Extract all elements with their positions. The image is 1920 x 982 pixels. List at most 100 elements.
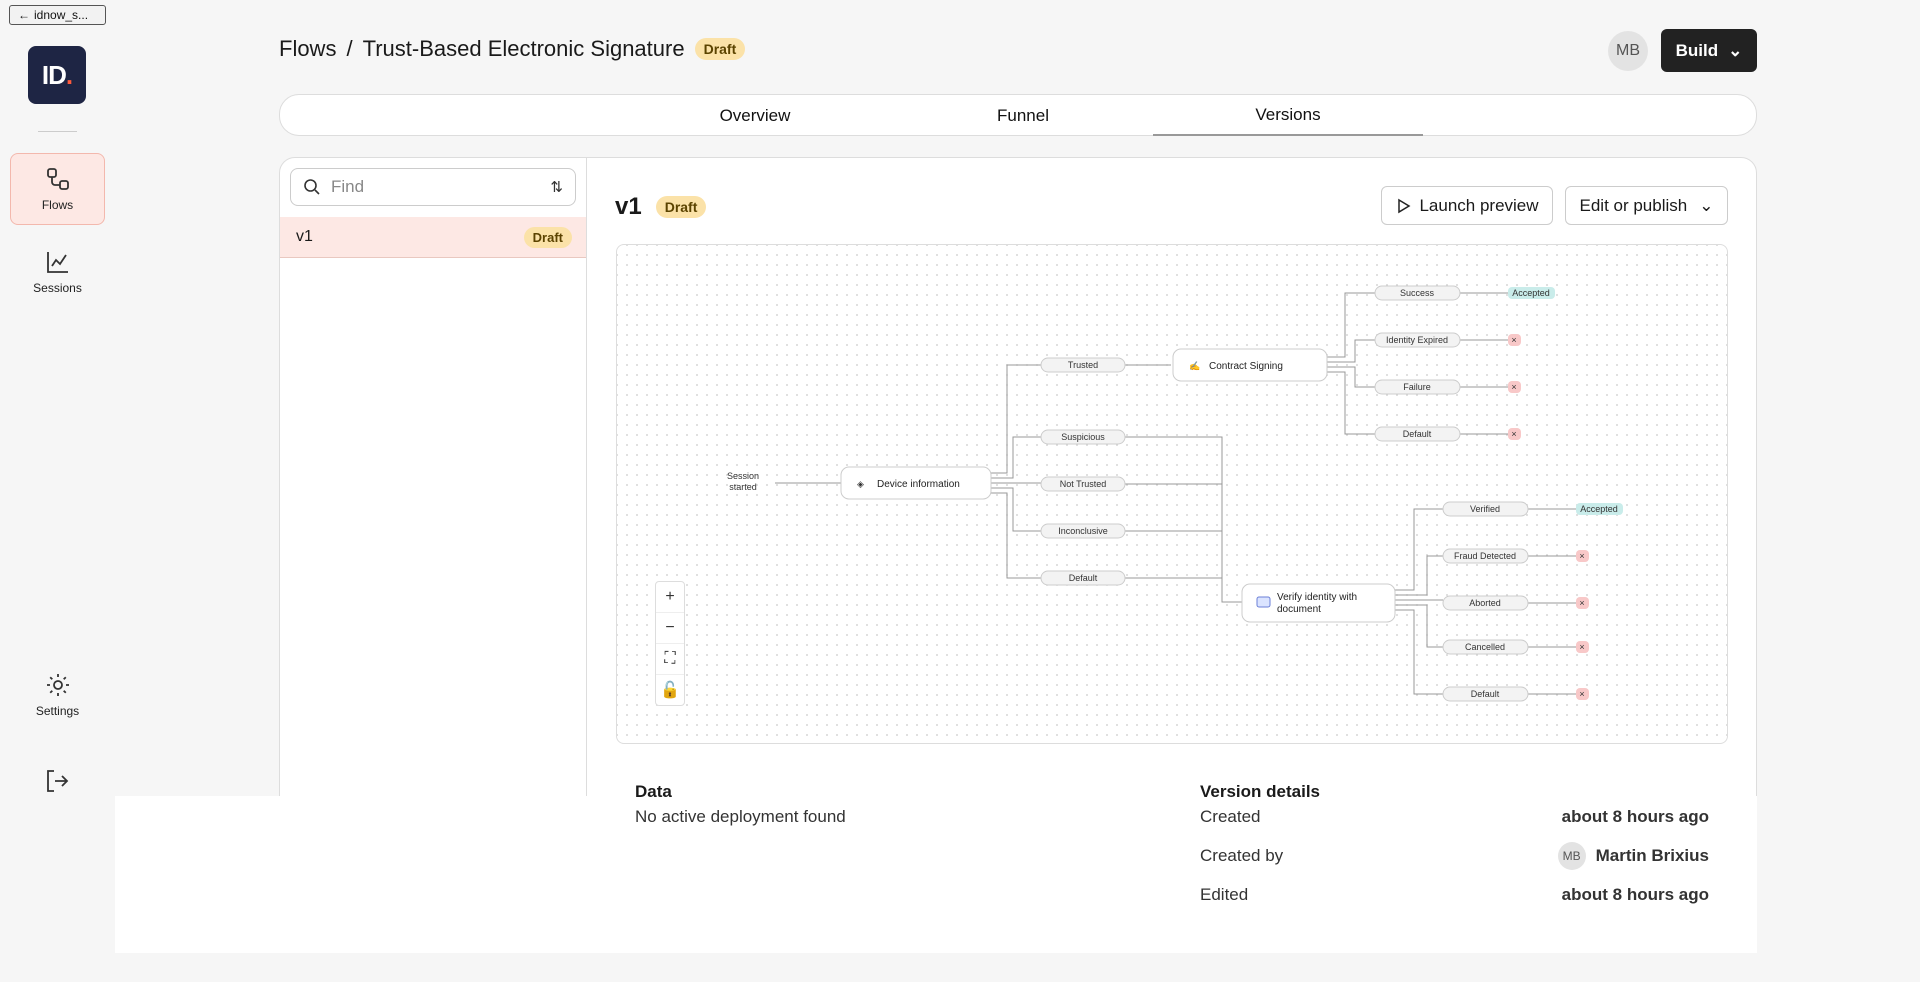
svg-text:×: × — [1511, 429, 1516, 439]
svg-text:×: × — [1511, 382, 1516, 392]
tab-funnel[interactable]: Funnel — [997, 105, 1049, 125]
svg-text:Default: Default — [1403, 429, 1432, 439]
sidebar: ← idnow_s... ID. Flows Sessions Settings — [0, 0, 115, 982]
gear-icon — [46, 674, 69, 696]
flow-node-device[interactable]: ◈ Device information — [840, 466, 992, 500]
flow-node-label: Device information — [877, 479, 960, 490]
edited-label: Edited — [1200, 885, 1249, 904]
chevron-down-icon: ⌄ — [1728, 40, 1743, 60]
flow-start-label: Session — [727, 471, 759, 481]
back-button[interactable]: ← idnow_s... — [9, 5, 106, 25]
created-by-value: MB Martin Brixius — [1557, 842, 1709, 870]
flow-branch: Default — [1374, 426, 1461, 442]
svg-text:Aborted: Aborted — [1469, 598, 1501, 608]
signature-icon: ✍ — [1189, 361, 1200, 371]
flow-branch: Aborted — [1442, 595, 1529, 611]
logout-icon[interactable] — [44, 768, 70, 794]
chevron-down-icon: ⌄ — [1699, 195, 1714, 215]
version-name: v1 — [296, 228, 313, 245]
flow-branch: Inconclusive — [1040, 523, 1126, 539]
status-badge: Draft — [694, 38, 746, 60]
chart-icon — [46, 252, 68, 273]
workspace-name: idnow_s... — [34, 8, 89, 22]
status-badge: Draft — [523, 226, 572, 248]
svg-text:×: × — [1579, 689, 1584, 699]
divider — [38, 131, 77, 132]
svg-text:Accepted: Accepted — [1580, 504, 1618, 514]
flow-branch: Not Trusted — [1040, 476, 1126, 492]
zoom-in-icon[interactable]: + — [656, 582, 684, 613]
edit-publish-button[interactable]: Edit or publish ⌄ — [1565, 186, 1728, 225]
flow-branch: Failure — [1374, 379, 1461, 395]
avatar: MB — [1557, 842, 1586, 870]
versions-panel: Find ⇅ v1 Draft v1 Draft Launch preview … — [279, 157, 1757, 953]
svg-text:Verified: Verified — [1470, 504, 1500, 514]
svg-text:Inconclusive: Inconclusive — [1058, 526, 1108, 536]
search-input[interactable]: Find ⇅ — [290, 168, 576, 206]
search-icon — [304, 179, 320, 195]
flow-branch: Trusted — [1040, 357, 1126, 373]
svg-text:Suspicious: Suspicious — [1061, 432, 1105, 442]
arrow-left-icon: ← — [18, 8, 30, 22]
created-by-label: Created by — [1200, 846, 1284, 865]
svg-text:Failure: Failure — [1403, 382, 1431, 392]
flow-node-verify[interactable]: Verify identity with document — [1241, 583, 1396, 623]
svg-text:Identity Expired: Identity Expired — [1386, 335, 1448, 345]
flow-branch: Success — [1374, 285, 1461, 301]
flow-diagram: Session started ◈ Device information Tru… — [727, 285, 1623, 702]
rejected-icon: × — [1576, 641, 1589, 653]
flow-node-label: Verify identity with — [1277, 592, 1357, 603]
rejected-icon: × — [1576, 550, 1589, 562]
sidebar-item-flows[interactable]: Flows — [10, 153, 105, 225]
data-value: No active deployment found — [635, 807, 846, 826]
rejected-icon: × — [1508, 428, 1521, 440]
svg-text:×: × — [1579, 551, 1584, 561]
flow-node-label: document — [1277, 604, 1321, 615]
version-title: v1 Draft — [615, 193, 707, 221]
svg-text:Not Trusted: Not Trusted — [1060, 479, 1107, 489]
created-value: about 8 hours ago — [1561, 807, 1709, 826]
avatar[interactable]: MB — [1608, 31, 1648, 71]
flow-branch: Cancelled — [1442, 639, 1529, 655]
created-label: Created — [1200, 807, 1261, 826]
sidebar-item-settings[interactable]: Settings — [10, 659, 105, 731]
build-button[interactable]: Build ⌄ — [1661, 29, 1757, 72]
flow-branch: Default — [1442, 686, 1529, 702]
breadcrumb: Flows / Trust-Based Electronic Signature… — [279, 36, 746, 62]
tab-overview[interactable]: Overview — [719, 105, 791, 125]
rejected-icon: × — [1576, 688, 1589, 700]
rejected-icon: × — [1508, 334, 1521, 346]
fit-view-icon[interactable]: ⛶ — [656, 644, 684, 675]
flow-canvas[interactable]: Session started ◈ Device information Tru… — [616, 244, 1728, 744]
list-item[interactable]: v1 Draft — [280, 217, 586, 258]
edited-value: about 8 hours ago — [1561, 885, 1709, 904]
details-section — [115, 796, 1757, 953]
page-title: Trust-Based Electronic Signature — [362, 36, 685, 61]
breadcrumb-separator: / — [346, 36, 353, 61]
flow-branch: Fraud Detected — [1442, 548, 1529, 564]
data-heading: Data — [635, 782, 672, 801]
flow-start-label: started — [729, 482, 757, 492]
svg-text:Default: Default — [1471, 689, 1500, 699]
svg-text:Fraud Detected: Fraud Detected — [1454, 551, 1516, 561]
svg-text:Success: Success — [1400, 288, 1435, 298]
breadcrumb-flows[interactable]: Flows — [279, 36, 337, 61]
flow-node-contract[interactable]: ✍ Contract Signing — [1172, 348, 1328, 382]
tab-versions[interactable]: Versions — [1153, 95, 1423, 136]
status-badge: Draft — [655, 196, 707, 218]
launch-preview-button[interactable]: Launch preview — [1381, 186, 1553, 225]
device-icon: ◈ — [857, 479, 864, 489]
svg-text:×: × — [1579, 642, 1584, 652]
logo[interactable]: ID. — [28, 46, 86, 104]
sort-icon[interactable]: ⇅ — [550, 179, 563, 196]
accepted-badge: Accepted — [1508, 287, 1555, 299]
zoom-out-icon[interactable]: − — [656, 613, 684, 644]
sidebar-item-sessions[interactable]: Sessions — [10, 236, 105, 308]
flow-branch: Suspicious — [1040, 429, 1126, 445]
flows-icon — [46, 168, 69, 190]
play-icon — [1398, 198, 1411, 213]
version-list-pane: Find ⇅ v1 Draft — [280, 158, 587, 798]
version-details-heading: Version details — [1200, 782, 1320, 801]
rejected-icon: × — [1508, 381, 1521, 393]
lock-icon[interactable]: 🔓 — [660, 682, 680, 699]
